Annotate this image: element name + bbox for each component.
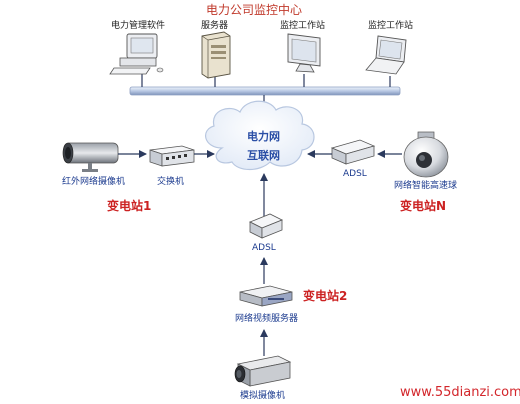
- label-ir-network-camera: 红外网络摄像机: [62, 177, 126, 187]
- video-server-icon: [239, 285, 293, 307]
- label-analog-camera: 模拟摄像机: [240, 391, 286, 401]
- label-substation-n: 变电站N: [400, 199, 447, 213]
- speed-dome-camera-icon: [403, 131, 449, 178]
- adsl-modem-icon-right: [330, 139, 376, 165]
- label-adsl-right: ADSL: [343, 169, 367, 179]
- diagram-title: 电力公司监控中心: [206, 3, 303, 17]
- label-network-video-server: 网络视频服务器: [235, 314, 299, 324]
- label-monitoring-workstation-1: 监控工作站: [280, 21, 326, 31]
- cloud-label-internet: 互联网: [247, 149, 280, 162]
- monitor-workstation-icon: [287, 33, 321, 73]
- cloud-label-power-network: 电力网: [247, 130, 280, 143]
- label-monitoring-workstation-2: 监控工作站: [368, 21, 414, 31]
- backbone-bus: [129, 86, 401, 96]
- desktop-pc-icon: [109, 33, 164, 75]
- label-server: 服务器: [201, 21, 229, 31]
- analog-camera-icon: [234, 355, 292, 387]
- label-power-management-software: 电力管理软件: [111, 21, 166, 31]
- server-tower-icon: [201, 31, 231, 79]
- switch-icon: [149, 145, 195, 167]
- label-adsl-bottom: ADSL: [252, 243, 276, 253]
- laptop-icon: [365, 35, 407, 75]
- label-substation-2: 变电站2: [303, 289, 348, 303]
- label-speed-dome-camera: 网络智能高速球: [394, 181, 458, 191]
- ir-network-camera-icon: [62, 142, 119, 172]
- bus-drop-lines: [141, 70, 391, 87]
- label-substation-1: 变电站1: [107, 199, 152, 213]
- watermark-text: www.55dianzi.com: [400, 385, 520, 400]
- label-switch: 交换机: [157, 177, 185, 187]
- internet-cloud-icon: [205, 100, 315, 171]
- adsl-modem-icon-bottom: [249, 213, 283, 239]
